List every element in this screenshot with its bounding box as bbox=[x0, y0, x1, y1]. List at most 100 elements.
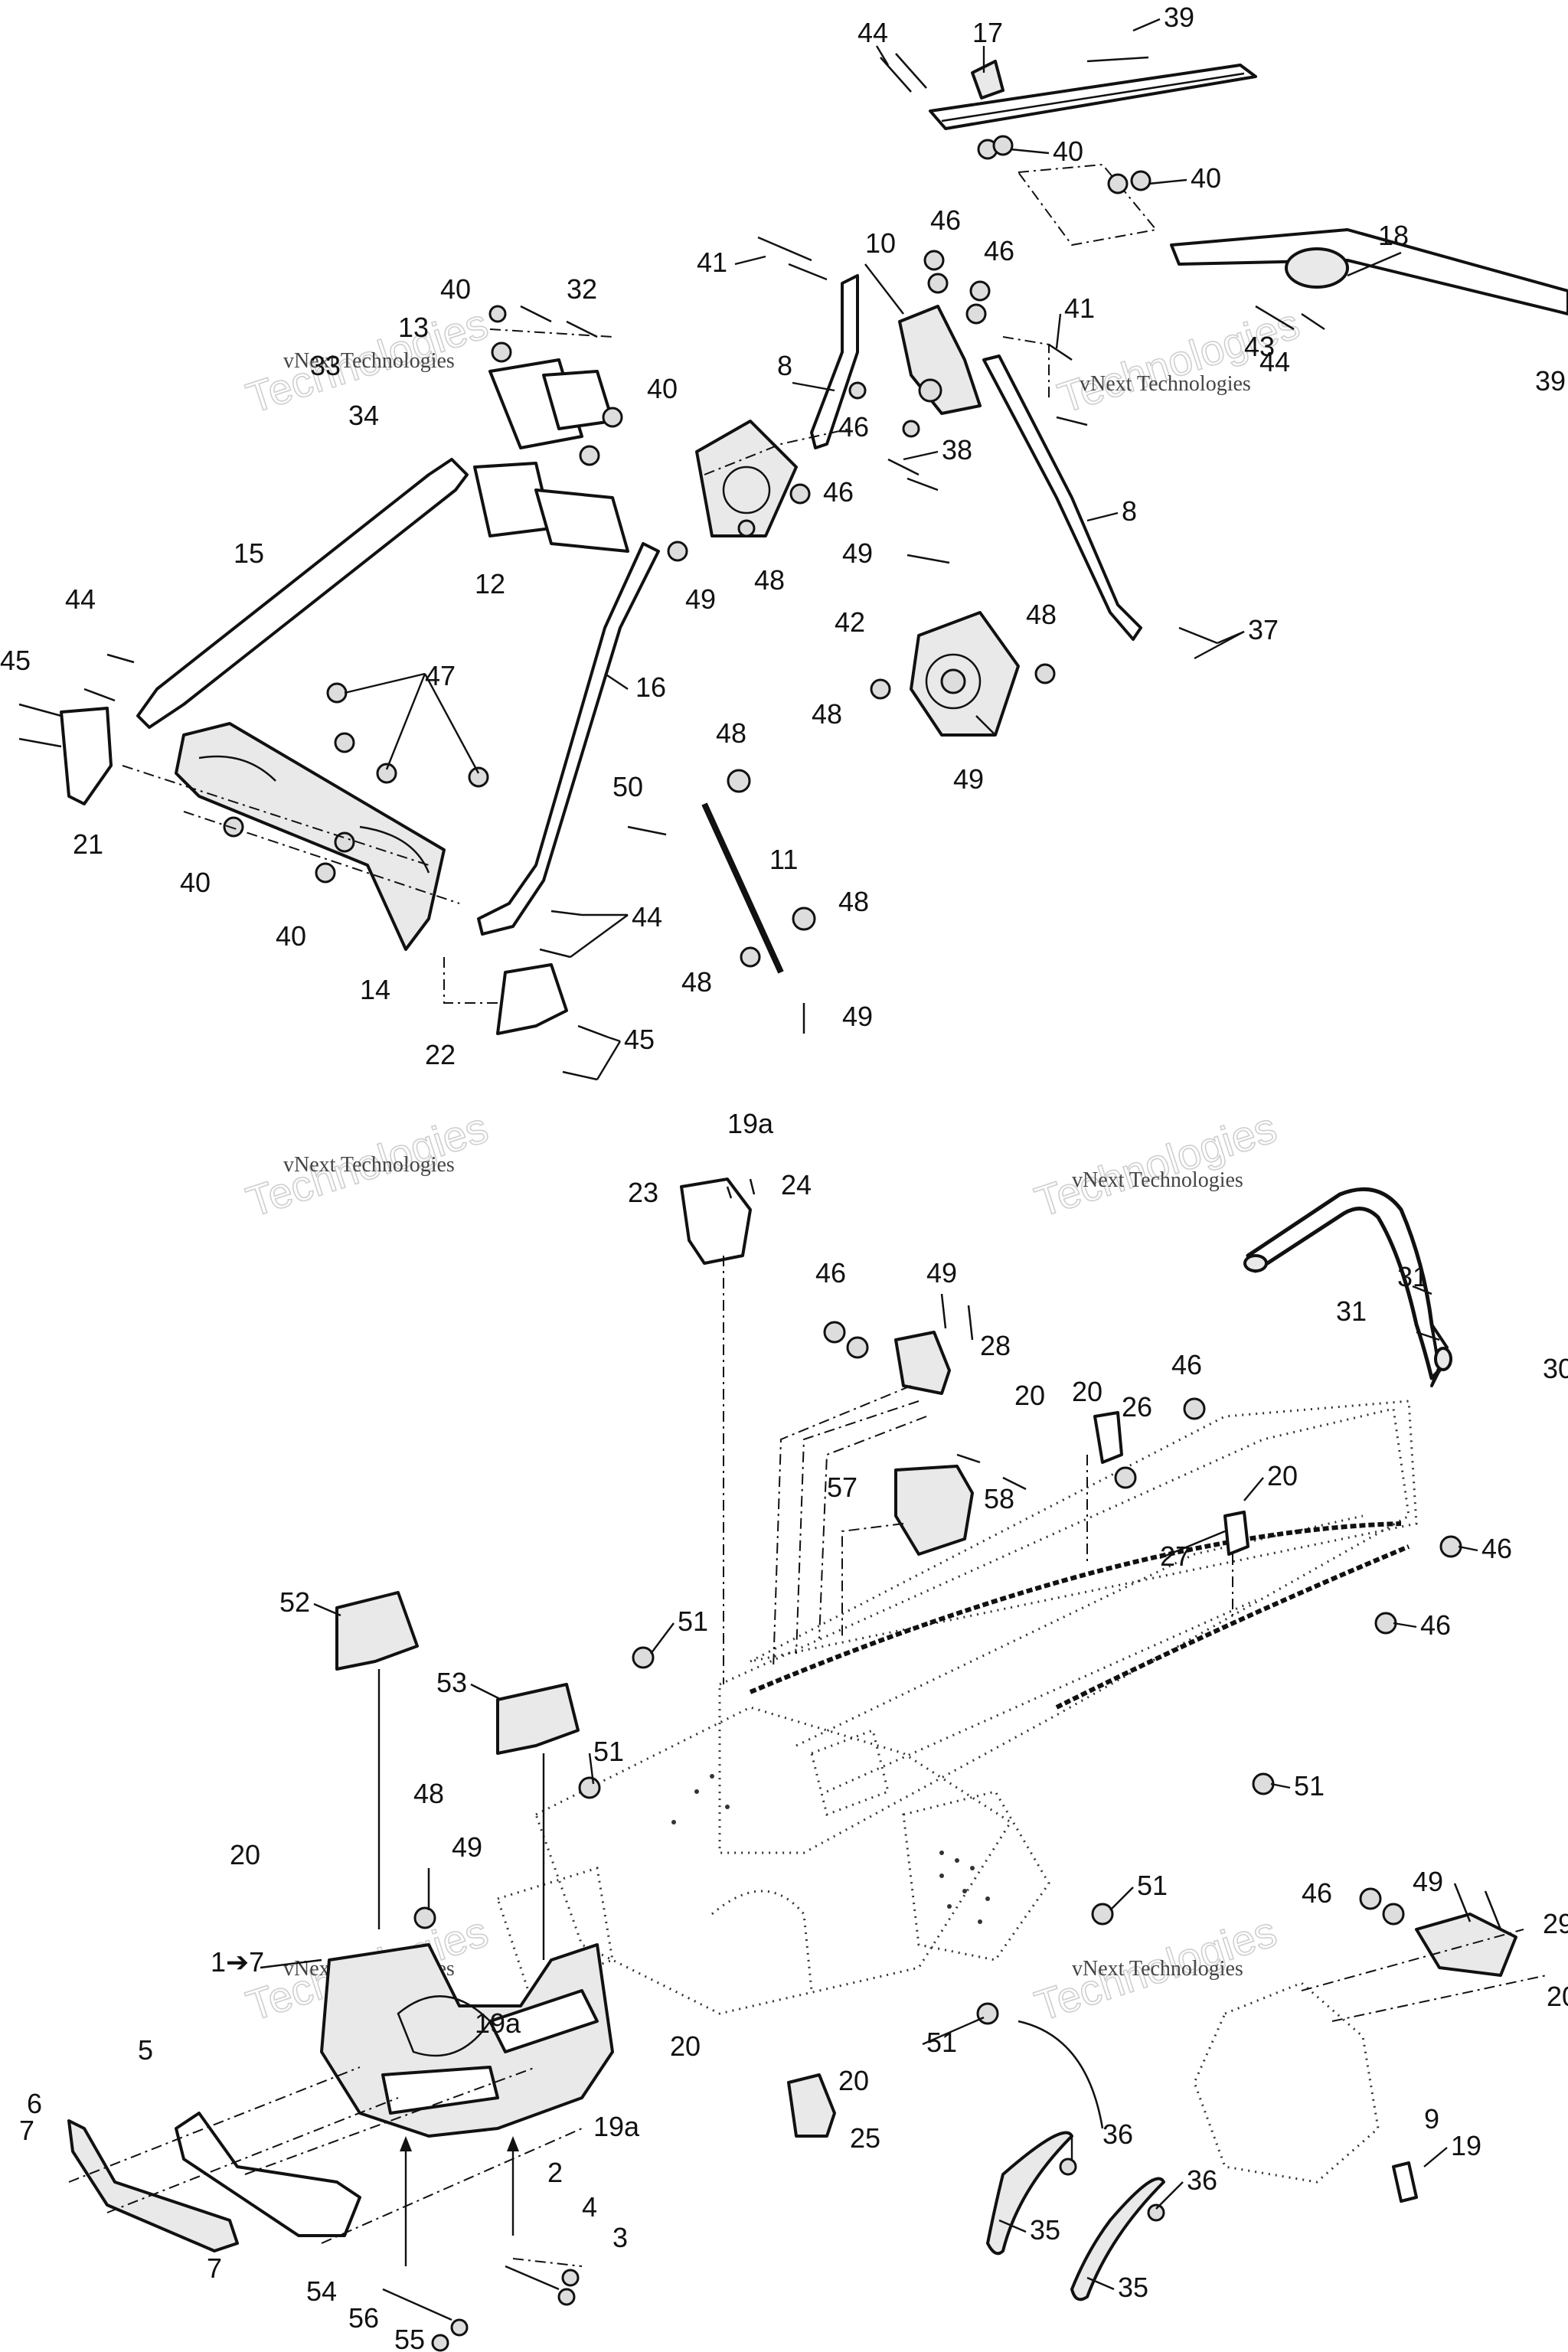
callout-40-mid: 40 bbox=[440, 273, 471, 305]
part-22-bracket bbox=[496, 963, 568, 1035]
callout-51-d: 51 bbox=[1137, 1870, 1168, 1901]
part-35-runner-b bbox=[1070, 2177, 1165, 2301]
watermark-group: Technologies vNext Technologies Technolo… bbox=[240, 299, 1305, 2031]
callout-45-left: 45 bbox=[0, 645, 31, 676]
callout-38: 38 bbox=[942, 434, 972, 466]
callout-39-right: 39 bbox=[1535, 365, 1566, 397]
part-15-bar bbox=[136, 458, 469, 729]
callout-31-b: 31 bbox=[1336, 1295, 1367, 1327]
callout-44-right: 44 bbox=[1259, 346, 1290, 377]
assembly-lines-upper bbox=[122, 328, 1050, 1004]
callout-48-left: 48 bbox=[812, 698, 842, 730]
part-35-runner-a bbox=[986, 2131, 1073, 2256]
part-10-bracket bbox=[898, 305, 982, 415]
callout-32: 32 bbox=[567, 273, 597, 305]
callout-2: 2 bbox=[547, 2157, 563, 2188]
callout-4: 4 bbox=[582, 2191, 597, 2223]
callout-50: 50 bbox=[612, 771, 643, 802]
callout-52: 52 bbox=[279, 1586, 310, 1618]
callout-7-top: 7 bbox=[19, 2115, 34, 2146]
callout-20-c: 20 bbox=[1267, 1460, 1298, 1491]
callout-20-g: 20 bbox=[838, 2065, 869, 2096]
callout-leaders bbox=[260, 18, 1478, 2291]
callout-41-right: 41 bbox=[1064, 292, 1095, 324]
callout-8-right: 8 bbox=[1122, 495, 1137, 527]
part-52-wedge bbox=[335, 1591, 419, 1671]
callout-51-b: 51 bbox=[593, 1736, 624, 1767]
callout-8-top: 8 bbox=[777, 350, 792, 381]
watermark-small-4: vNext Technologies bbox=[1072, 1168, 1243, 1192]
callout-49-lower-b: 49 bbox=[452, 1831, 482, 1863]
pulley-bracket bbox=[910, 611, 1020, 737]
part-18-rail bbox=[1170, 228, 1568, 315]
part-21-bracket bbox=[60, 707, 113, 805]
callout-44-mid: 44 bbox=[632, 901, 662, 933]
callout-46-lower-d: 46 bbox=[1420, 1609, 1451, 1641]
gear-plate-upper-left bbox=[695, 420, 798, 537]
callout-36-a: 36 bbox=[1102, 2118, 1133, 2150]
arrow-curve-35 bbox=[1018, 2020, 1104, 2129]
callout-20-e: 20 bbox=[1547, 1981, 1568, 2012]
watermark-small-6: vNext Technologies bbox=[1072, 1957, 1243, 1981]
callout-21: 21 bbox=[73, 828, 103, 860]
callout-35-b: 35 bbox=[1118, 2272, 1148, 2303]
callout-37: 37 bbox=[1248, 614, 1279, 645]
part-12-plate bbox=[473, 462, 629, 553]
callout-20-b: 20 bbox=[1072, 1376, 1102, 1407]
callout-56: 56 bbox=[348, 2302, 379, 2334]
callout-18: 18 bbox=[1378, 220, 1409, 251]
callout-34: 34 bbox=[348, 400, 379, 431]
callout-46-lower-b: 46 bbox=[1171, 1349, 1202, 1380]
callout-51-c: 51 bbox=[1294, 1770, 1325, 1802]
part-53-wedge bbox=[496, 1683, 580, 1755]
callout-43: 43 bbox=[1244, 331, 1275, 362]
watermark-small-1: vNext Technologies bbox=[283, 349, 455, 373]
bolts-lower bbox=[382, 1178, 1502, 2321]
callout-54: 54 bbox=[306, 2275, 337, 2307]
up-arrows bbox=[400, 2136, 519, 2266]
callout-48-low2: 48 bbox=[681, 966, 712, 998]
callout-26: 26 bbox=[1122, 1391, 1152, 1423]
callout-39-top: 39 bbox=[1164, 2, 1194, 33]
callout-33: 33 bbox=[310, 350, 341, 381]
callout-15: 15 bbox=[234, 537, 264, 569]
callout-58: 58 bbox=[984, 1483, 1014, 1514]
callout-49-lower-a: 49 bbox=[926, 1257, 957, 1289]
part-9-bracket bbox=[1392, 2161, 1418, 2203]
callout-19a-mid: 19a bbox=[475, 2007, 521, 2039]
callout-49-lower-c: 49 bbox=[1413, 1866, 1443, 1897]
callout-35-a: 35 bbox=[1030, 2214, 1060, 2246]
callout-22: 22 bbox=[425, 1039, 456, 1070]
callout-19a-top: 19a bbox=[727, 1108, 774, 1139]
watermark-small-3: vNext Technologies bbox=[283, 1153, 455, 1177]
callout-10: 10 bbox=[865, 227, 896, 259]
part-23-bracket bbox=[680, 1178, 752, 1265]
callout-19: 19 bbox=[1451, 2130, 1481, 2161]
callout-40-top: 40 bbox=[1053, 136, 1083, 167]
callout-3: 3 bbox=[612, 2222, 628, 2253]
part-26-bracket bbox=[1093, 1411, 1123, 1464]
chassis-rivets bbox=[671, 1774, 990, 1924]
callout-40-mid-right: 40 bbox=[647, 373, 678, 404]
callout-47: 47 bbox=[425, 660, 456, 691]
callout-49-mid: 49 bbox=[842, 537, 873, 569]
part-25-bracket bbox=[787, 2073, 836, 2138]
part-30-handle bbox=[1243, 1187, 1452, 1387]
callout-40-right: 40 bbox=[1191, 162, 1221, 194]
part-27-bracket bbox=[1223, 1511, 1250, 1556]
callout-30: 30 bbox=[1543, 1353, 1568, 1384]
callout-45-right: 45 bbox=[624, 1024, 655, 1055]
callout-5: 5 bbox=[138, 2034, 153, 2066]
part-8-arm-left bbox=[810, 274, 859, 449]
part-14-crossbeam bbox=[175, 722, 446, 951]
callout-48-right: 48 bbox=[1026, 599, 1057, 630]
callout-25: 25 bbox=[850, 2122, 880, 2154]
callout-9: 9 bbox=[1424, 2103, 1439, 2135]
callout-14: 14 bbox=[360, 974, 390, 1005]
callout-48-lower: 48 bbox=[413, 1778, 444, 1809]
callout-20-a: 20 bbox=[1014, 1380, 1045, 1411]
callout-13: 13 bbox=[398, 312, 429, 343]
callout-41-left: 41 bbox=[697, 247, 727, 278]
callout-42: 42 bbox=[835, 606, 865, 638]
